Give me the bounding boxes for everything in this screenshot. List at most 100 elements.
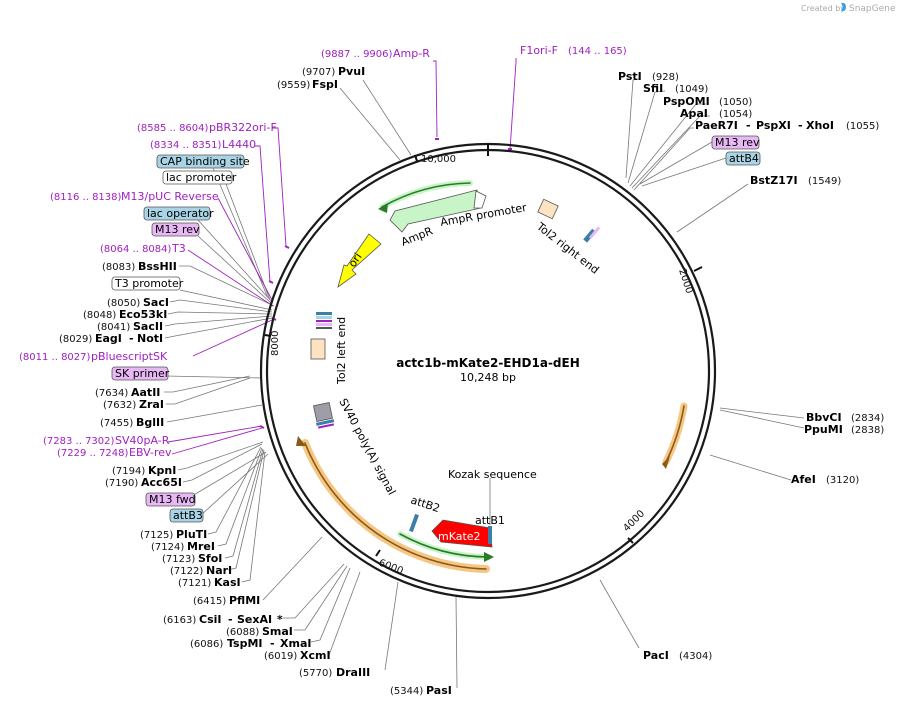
- primer-ebv-rev[interactable]: (7229 .. 7248) EBV-rev: [57, 446, 172, 459]
- enzyme-eagi[interactable]: (8029) EagI - NotI: [59, 332, 163, 345]
- svg-text:-: -: [129, 332, 134, 345]
- svg-text:PluTI: PluTI: [176, 528, 207, 541]
- svg-text:(1049): (1049): [675, 84, 708, 95]
- svg-text:(7190): (7190): [105, 478, 138, 489]
- svg-text:-: -: [746, 119, 751, 132]
- primer-pbluescriptsk[interactable]: (8011 .. 8027) pBluescriptSK: [19, 350, 168, 363]
- enzyme-pspomi[interactable]: PspOMI (1050): [663, 95, 752, 108]
- ori-feature[interactable]: ori: [337, 233, 382, 288]
- svg-text:L4440: L4440: [222, 138, 256, 151]
- svg-text:(6019): (6019): [264, 651, 297, 662]
- enzyme-acc65i[interactable]: (7190) Acc65I: [105, 476, 182, 489]
- enzyme-kpni[interactable]: (7194) KpnI: [112, 464, 176, 477]
- enzyme-pasi[interactable]: (5344) PasI: [390, 684, 452, 697]
- svg-text:Amp-R: Amp-R: [393, 47, 430, 60]
- enzyme-nari[interactable]: (7122) NarI: [170, 564, 232, 577]
- box-attb3[interactable]: attB3: [169, 508, 204, 523]
- svg-text:lac operator: lac operator: [147, 207, 214, 220]
- svg-text:M13 fwd: M13 fwd: [149, 493, 196, 506]
- box-lac-operator[interactable]: lac operator: [143, 206, 214, 221]
- sv40-label: SV40 poly(A) signal: [336, 396, 398, 497]
- ampr-feature[interactable]: AmpR AmpR promoter: [389, 189, 528, 249]
- tick-6000: 6000: [377, 558, 405, 578]
- enzyme-xcmi[interactable]: (6019) XcmI: [264, 649, 331, 662]
- svg-text:(9887 .. 9906): (9887 .. 9906): [321, 49, 393, 60]
- enzyme-tspmi[interactable]: (6086) TspMI - XmaI: [190, 637, 311, 650]
- tick-8000: 8000: [270, 331, 281, 356]
- enzyme-sacii[interactable]: (8041) SacII: [97, 320, 163, 333]
- svg-text:Acc65I: Acc65I: [141, 476, 182, 489]
- box-m13-rev-right[interactable]: M13 rev: [711, 135, 760, 150]
- primer-l4440[interactable]: (8334 .. 8351) L4440: [150, 138, 256, 151]
- svg-text:PacI: PacI: [643, 649, 669, 662]
- enzyme-bsshii[interactable]: (8083) BssHII: [102, 260, 177, 273]
- enzyme-draiii[interactable]: (5770) DraIII: [299, 666, 370, 679]
- enzyme-mrei[interactable]: (7124) MreI: [151, 540, 215, 553]
- svg-text:(7283 .. 7302): (7283 .. 7302): [43, 436, 115, 447]
- enzyme-afei[interactable]: AfeI (3120): [791, 473, 859, 486]
- enzyme-saci[interactable]: (8050) SacI: [107, 296, 169, 309]
- box-sk-primer[interactable]: SK primer: [111, 366, 170, 381]
- primer-sv40pa-r[interactable]: (7283 .. 7302) SV40pA-R: [43, 434, 170, 447]
- arc-arrowheads: [296, 203, 670, 562]
- mkate2-feature[interactable]: mKate2 Kozak sequence attB1 attB2: [409, 468, 537, 548]
- svg-text:PstI: PstI: [618, 70, 642, 83]
- tol2-left-feature[interactable]: Tol2 left end: [310, 312, 348, 385]
- enzyme-bbvci[interactable]: BbvCI (2834): [806, 411, 884, 424]
- snapgene-logo-icon: [841, 2, 846, 12]
- svg-text:CsiI: CsiI: [199, 613, 221, 626]
- svg-text:(7194): (7194): [112, 466, 145, 477]
- svg-text:(144 .. 165): (144 .. 165): [568, 46, 627, 57]
- enzyme-smai[interactable]: (6088) SmaI: [226, 625, 293, 638]
- enzyme-zrai[interactable]: (7632) ZraI: [103, 398, 164, 411]
- box-m13-fwd[interactable]: M13 fwd: [145, 492, 196, 507]
- primer-t3[interactable]: (8064 .. 8084) T3: [100, 242, 186, 255]
- svg-text:(6163): (6163): [163, 615, 196, 626]
- svg-text:(8334 .. 8351): (8334 .. 8351): [150, 140, 222, 151]
- svg-text:PasI: PasI: [426, 684, 452, 697]
- primer-amp-r[interactable]: (9887 .. 9906) Amp-R: [321, 47, 430, 60]
- svg-text:(9707): (9707): [302, 67, 335, 78]
- svg-text:Eco53kI: Eco53kI: [119, 308, 167, 321]
- enzyme-paci[interactable]: PacI (4304): [643, 649, 712, 662]
- enzyme-pflmi[interactable]: (6415) PflMI: [193, 594, 260, 607]
- primer-m13-puc-reverse[interactable]: (8116 .. 8138) M13/pUC Reverse: [50, 190, 219, 203]
- enzyme-sfoi[interactable]: (7123) SfoI: [162, 552, 222, 565]
- tick-4000: 4000: [621, 508, 647, 534]
- primer-f1ori-f[interactable]: F1ori-F (144 .. 165): [520, 44, 627, 57]
- tol2-right-feature[interactable]: Tol2 right end: [533, 198, 601, 277]
- box-m13-rev-left[interactable]: M13 rev: [151, 222, 200, 237]
- primer-pbr322ori-f[interactable]: (8585 .. 8604) pBR322ori-F: [137, 121, 277, 134]
- primer-marks: [259, 138, 512, 429]
- feature-leader-lines: [165, 141, 727, 517]
- created-by-text: Created by: [801, 4, 845, 13]
- enzyme-paer7i[interactable]: PaeR7I - PspXI - XhoI (1055): [695, 119, 879, 132]
- enzyme-psti[interactable]: PstI (928): [618, 70, 679, 83]
- box-attb4[interactable]: attB4: [725, 151, 761, 166]
- enzyme-csii[interactable]: (6163) CsiI - SexAI *: [163, 613, 283, 626]
- box-cap-binding-site[interactable]: CAP binding site: [156, 154, 250, 169]
- enzyme-eco53ki[interactable]: (8048) Eco53kI: [83, 308, 167, 321]
- enzyme-apai[interactable]: ApaI (1054): [680, 107, 752, 120]
- svg-text:(8116 .. 8138): (8116 .. 8138): [50, 192, 122, 203]
- enzyme-aatii[interactable]: (7634) AatII: [95, 386, 160, 399]
- enzyme-bglii[interactable]: (7455) BglII: [100, 416, 164, 429]
- enzyme-kasi[interactable]: (7121) KasI: [178, 576, 241, 589]
- svg-text:pBR322ori-F: pBR322ori-F: [209, 121, 277, 134]
- enzyme-bstz17i[interactable]: BstZ17I (1549): [750, 174, 841, 187]
- mkate2-label: mKate2: [438, 530, 481, 543]
- box-lac-promoter[interactable]: lac promoter: [162, 170, 237, 185]
- enzyme-sfii[interactable]: SfiI (1049): [643, 82, 708, 95]
- svg-text:PvuI: PvuI: [338, 65, 365, 78]
- svg-text:(8011 .. 8027): (8011 .. 8027): [19, 352, 91, 363]
- box-t3-promoter[interactable]: T3 promoter: [111, 276, 184, 291]
- enzyme-fspi[interactable]: (9559) FspI: [277, 78, 338, 91]
- snapgene-brand: SnapGene: [849, 4, 896, 14]
- svg-text:(1050): (1050): [719, 97, 752, 108]
- enzyme-ppumi[interactable]: PpuMI (2838): [804, 423, 884, 436]
- svg-text:AatII: AatII: [131, 386, 160, 399]
- svg-text:SfoI: SfoI: [198, 552, 222, 565]
- svg-text:SacI: SacI: [143, 296, 169, 309]
- enzyme-pluti[interactable]: (7125) PluTI: [140, 528, 207, 541]
- enzyme-pvui[interactable]: (9707) PvuI: [302, 65, 365, 78]
